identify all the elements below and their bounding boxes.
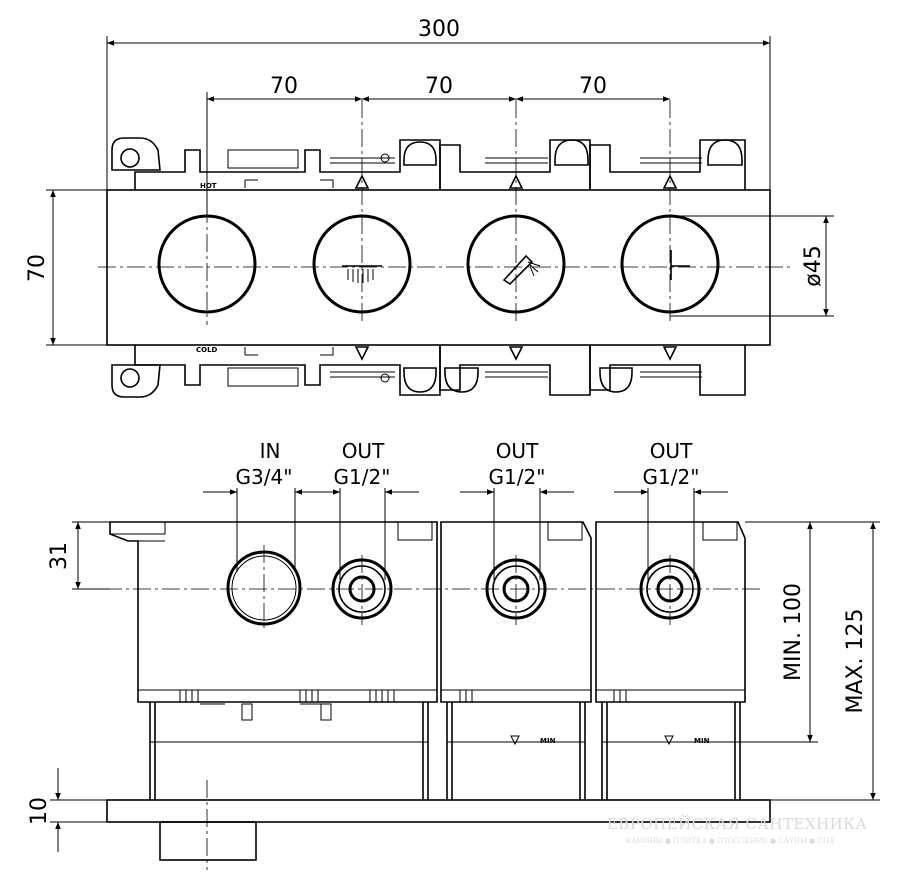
dim-spacing: 70 70 70 (206, 74, 670, 215)
housing-block-3 (595, 521, 746, 703)
knob-3 (466, 100, 566, 325)
conn-3-role: OUT (496, 439, 539, 463)
conn-2-role: OUT (342, 439, 385, 463)
conn-2-thread: G1/2" (334, 465, 391, 489)
knob-2 (312, 100, 412, 325)
conn-1-role: IN (260, 439, 281, 463)
dim-spacing-1-text: 70 (270, 74, 298, 99)
conn-4-thread: G1/2" (643, 465, 700, 489)
knob-4 (620, 100, 720, 325)
cover-plate-side (106, 799, 771, 823)
inlet-connection (226, 545, 302, 632)
hot-label: HOT (200, 182, 217, 190)
spindle-stub (159, 821, 257, 861)
dim-plate-height: 70 (25, 189, 107, 346)
dim-min-depth: MIN. 100 (745, 521, 880, 743)
connection-labels: IN G3/4" OUT G1/2" OUT G1/2" OUT G1/2" (236, 439, 700, 489)
dim-overall-width: 300 (106, 17, 771, 190)
connection-leaders (203, 488, 728, 580)
dim-spacing-2-text: 70 (425, 74, 453, 99)
outlet-connection-2 (485, 555, 547, 625)
watermark-brand: ЕВРОПЕЙСКАЯ САНТЕХНИКА (607, 814, 868, 833)
shower-head-icon (342, 265, 382, 283)
hand-shower-icon (502, 254, 541, 286)
lower-body: MIN MIN (149, 702, 780, 800)
front-view: IN G3/4" OUT G1/2" OUT G1/2" OUT G1/2" (27, 439, 880, 870)
dim-knob-diameter: ø45 (670, 215, 834, 317)
dim-spacing-3-text: 70 (579, 74, 607, 99)
watermark: ЕВРОПЕЙСКАЯ САНТЕХНИКА КАМИНЫ ● ПЛИТКА ●… (607, 814, 868, 845)
cold-label: COLD (196, 346, 218, 354)
spout-icon (670, 250, 690, 280)
top-view: HOT COLD (25, 17, 834, 398)
dim-max-125-text: MAX. 125 (843, 608, 868, 713)
outlet-connection-1 (331, 555, 393, 625)
housing-block-2 (440, 521, 592, 703)
dim-diameter-text: ø45 (801, 245, 826, 286)
watermark-tagline: КАМИНЫ ● ПЛИТКА ● ОТОПЛЕНИЕ ● САУНЫ ● СП… (626, 837, 835, 845)
outlet-connection-3 (639, 555, 701, 625)
dim-70-height-text: 70 (25, 254, 50, 282)
conn-4-role: OUT (650, 439, 693, 463)
dim-300-text: 300 (418, 17, 460, 42)
dim-min-100-text: MIN. 100 (781, 583, 806, 681)
cover-plate (106, 189, 771, 346)
min-mark-1: MIN (540, 737, 556, 745)
conn-3-thread: G1/2" (489, 465, 546, 489)
dim-plate-thickness: 10 (27, 768, 107, 852)
housing-block-1 (109, 521, 438, 721)
min-mark-2: MIN (694, 737, 710, 745)
dim-max-depth: MAX. 125 (770, 522, 880, 801)
dim-31-text: 31 (47, 542, 72, 570)
dim-10-text: 10 (27, 797, 52, 825)
conn-1-thread: G3/4" (236, 465, 293, 489)
lower-mounting-box: COLD (111, 345, 746, 398)
knob-1 (157, 205, 257, 325)
dim-offset-31: 31 (47, 521, 110, 590)
